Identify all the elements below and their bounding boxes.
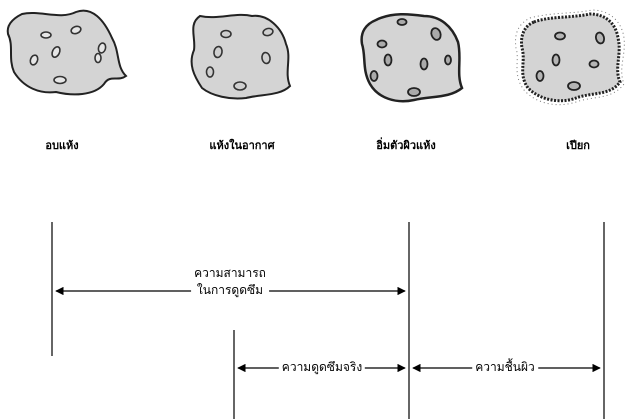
label-effective-absorption: ความดูดซึมจริง bbox=[279, 359, 365, 376]
aggregate-oven-dry bbox=[8, 11, 126, 95]
label-oven-dry: อบแห้ง bbox=[45, 136, 78, 154]
label-absorption-capacity: ความสามารถ ในการดูดซึม bbox=[191, 265, 269, 299]
label-absorption-capacity-line2: ในการดูดซึม bbox=[194, 282, 266, 299]
label-saturated-surface-dry: อิ่มตัวผิวแห้ง bbox=[376, 136, 436, 154]
aggregate-wet bbox=[516, 10, 625, 105]
label-surface-moisture: ความชื้นผิว bbox=[472, 359, 538, 376]
label-absorption-capacity-line1: ความสามารถ bbox=[194, 265, 266, 282]
aggregate-saturated-surface-dry bbox=[362, 14, 462, 101]
aggregate-air-dry bbox=[192, 15, 290, 99]
label-wet: เปียก bbox=[566, 136, 590, 154]
label-air-dry: แห้งในอากาศ bbox=[209, 136, 274, 154]
